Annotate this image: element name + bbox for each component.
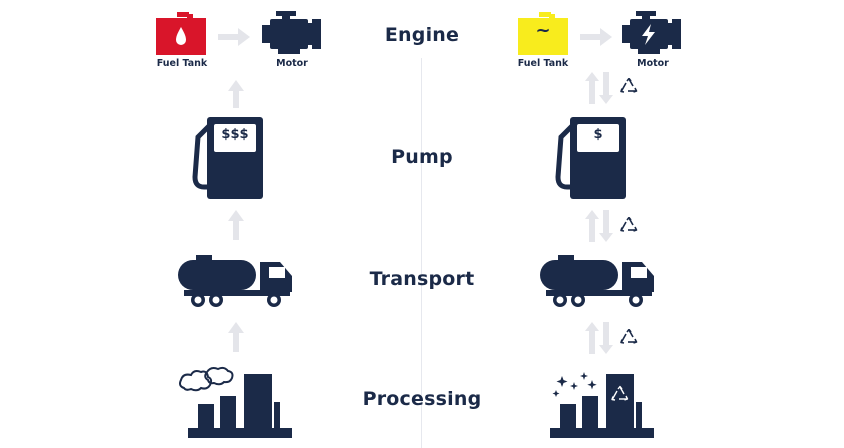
arrow-up-icon [228, 322, 244, 352]
recycle-icon [620, 217, 638, 233]
fuel-pump-icon [190, 115, 266, 201]
fuel-pump-icon [553, 115, 629, 201]
electric-motor-icon [622, 11, 682, 55]
right-motor-label: Motor [637, 58, 669, 69]
left-fuel-tank-label: Fuel Tank [156, 58, 208, 69]
center-divider [421, 58, 422, 448]
tanker-truck-icon [538, 252, 656, 312]
stage-engine-label: Engine [384, 24, 460, 46]
bidirectional-arrow-icon [585, 322, 613, 354]
bidirectional-arrow-icon [585, 72, 613, 104]
stage-pump-label: Pump [391, 146, 453, 168]
stage-processing-label: Processing [362, 388, 482, 410]
clean-refinery-icon [548, 366, 658, 440]
stage-transport-label: Transport [369, 268, 475, 290]
fuel-tank-icon [517, 12, 569, 56]
tanker-truck-icon [176, 252, 294, 312]
arrow-right-icon [218, 28, 250, 46]
motor-icon [262, 11, 322, 55]
recycle-icon [620, 329, 638, 345]
right-pump-price: $ [593, 127, 603, 142]
refinery-icon [176, 366, 296, 440]
right-tank-symbol: ~ [535, 20, 551, 41]
arrow-up-icon [228, 210, 244, 240]
left-pump-price: $$$ [221, 127, 249, 142]
recycle-icon [620, 78, 638, 94]
arrow-up-icon [228, 80, 244, 108]
left-motor-label: Motor [276, 58, 308, 69]
arrow-right-icon [580, 28, 612, 46]
bidirectional-arrow-icon [585, 210, 613, 242]
right-fuel-tank-label: Fuel Tank [517, 58, 569, 69]
fuel-tank-icon [155, 12, 207, 56]
